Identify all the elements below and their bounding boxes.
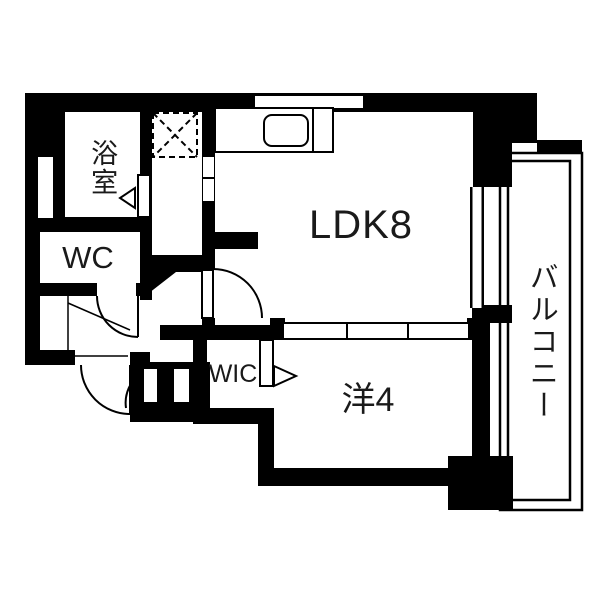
ldk-label: LDK8 (308, 203, 414, 247)
toilet-label: WC (62, 239, 114, 275)
step-lines (67, 296, 131, 357)
kitchen-pass-gap-1 (203, 157, 214, 177)
kitchen-sink (263, 114, 309, 147)
bath-door-panel (137, 174, 151, 218)
walls (25, 93, 582, 510)
wall-openings (38, 96, 484, 308)
entry-door-arc (80, 364, 131, 415)
entry-closet-door-left (142, 367, 159, 404)
wic-door-arrow-icon (273, 364, 299, 388)
western-room-label: 洋4 (341, 381, 395, 420)
fixtures (137, 107, 470, 404)
wic-label: WIC (208, 359, 258, 388)
kitchen-pass-gap-2 (203, 179, 214, 201)
balcony-window (470, 187, 484, 308)
sliding-door-band (282, 322, 470, 340)
door-arrows (118, 186, 299, 388)
entry-closet-door-right (172, 367, 191, 404)
kitchen-window (255, 96, 363, 108)
balcony-window-frame (470, 187, 484, 308)
bathroom-label: 浴室 (87, 139, 118, 197)
bath-door-arrow-icon (118, 186, 136, 210)
fixture-lines (312, 108, 409, 339)
washer-space-icon (152, 112, 198, 158)
wic-door-panel (259, 339, 274, 387)
balcony-label: バルコニー (525, 262, 558, 422)
closet-door-arc (124, 371, 144, 409)
genkan-step-line-diag (67, 302, 131, 331)
bathroom-window (38, 157, 53, 218)
door-swings (80, 268, 263, 415)
ldk-door-arc (212, 268, 263, 319)
wc-door-arc (96, 295, 139, 338)
ldk-door-panel (201, 269, 214, 319)
